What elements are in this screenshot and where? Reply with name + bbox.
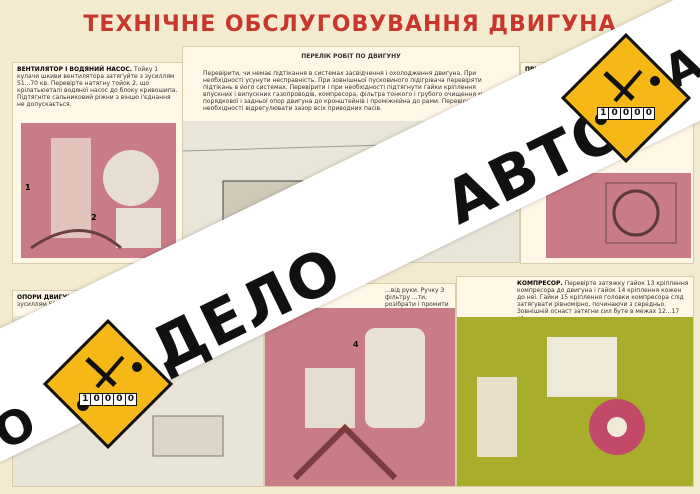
fan-illustration	[30, 138, 161, 250]
filter-label: 4	[353, 340, 359, 349]
wrench-screwdriver-icon	[595, 69, 660, 125]
fan-label-2: 2	[91, 213, 97, 222]
odometer-counter: 1 0 0 0 0	[79, 393, 137, 406]
poster-title-bar: ТЕХНІЧНЕ ОБСЛУГОВУВАННЯ ДВИГУНА	[0, 8, 700, 40]
compressor-illustration	[477, 337, 645, 457]
center-heading: ПЕРЕЛІК РОБІТ ПО ДВИГУНУ	[301, 53, 401, 60]
autodelo-logo-bottom: 1 0 0 0 0	[42, 318, 174, 450]
fan-label-1: 1	[25, 183, 31, 192]
autodelo-logo-top: 1 0 0 0 0	[560, 32, 692, 164]
odometer-counter: 1 0 0 0 0	[597, 107, 655, 120]
fan-photo: 1 2	[21, 123, 176, 258]
poster-title: ТЕХНІЧНЕ ОБСЛУГОВУВАННЯ ДВИГУНА	[83, 11, 617, 37]
panel-fan-text: ВЕНТИЛЯТОР І ВОДЯНИЙ НАСОС. Тойку 1 кула…	[17, 66, 178, 108]
drive-illustration	[605, 182, 677, 244]
filter-photo: 4	[265, 308, 455, 486]
compressor-photo	[457, 317, 693, 486]
panel-fan: ВЕНТИЛЯТОР І ВОДЯНИЙ НАСОС. Тойку 1 кула…	[12, 62, 184, 264]
filter-illustration	[292, 328, 425, 481]
drive-photo	[546, 173, 691, 258]
panel-compressor: КОМПРЕСОР. Перевірте затяжку гайок 13 кр…	[456, 276, 694, 487]
wrench-screwdriver-icon	[77, 355, 142, 411]
center-text: Перевірити, чи немає підтікання в систем…	[203, 70, 499, 112]
